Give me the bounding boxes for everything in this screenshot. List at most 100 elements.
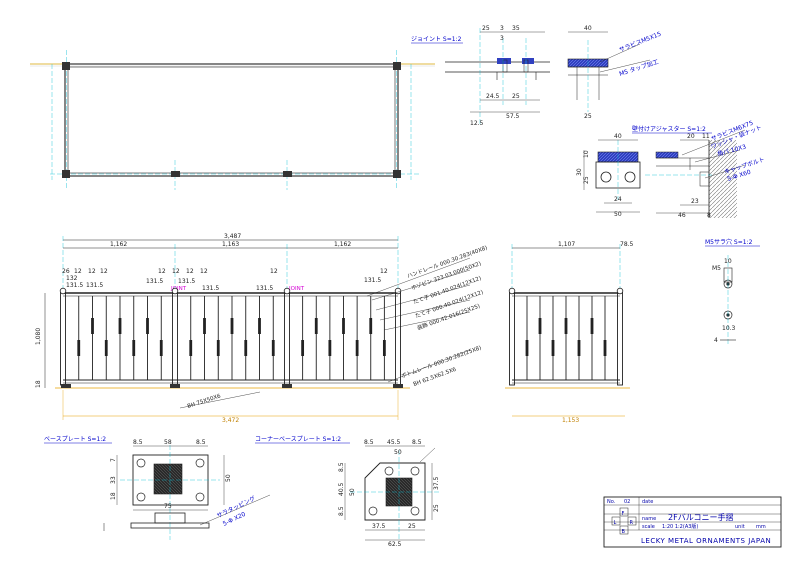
joint-callout-1: サラビスM5X15 xyxy=(618,30,663,54)
corner-dim-right-1: 25 xyxy=(433,504,440,512)
tb-name: 2Fバルコニー手摺 xyxy=(668,512,734,522)
elev-spacing-top-8: 12 xyxy=(270,268,278,275)
picket-ornament xyxy=(118,318,122,334)
post xyxy=(284,290,290,386)
picket-ornament xyxy=(342,318,345,334)
picket-ornament xyxy=(132,340,136,356)
elev-spacing-mid-2: 131.5 xyxy=(86,282,103,289)
baseplate-dim-left-2: 18 xyxy=(110,492,117,500)
post-cap xyxy=(171,287,179,295)
pickets xyxy=(77,296,386,380)
adjuster-dim-0: 40 xyxy=(614,133,622,140)
side-right-dim: 78.5 xyxy=(620,241,634,248)
picket-ornament xyxy=(577,340,581,356)
post xyxy=(395,290,401,386)
joint-dim-8: 12.5 xyxy=(470,120,484,127)
elev-spacing-top-5: 12 xyxy=(172,268,180,275)
plan-view xyxy=(30,50,435,190)
side-pickets xyxy=(508,287,624,386)
m5-dim-3: 4 xyxy=(714,337,718,344)
elev-total-width: 3,487 xyxy=(224,233,241,240)
adjuster-dim-2: 25 xyxy=(583,176,590,184)
side-post-cap xyxy=(616,287,624,295)
picket-ornament xyxy=(189,340,193,356)
adjuster-dim-8: 23 xyxy=(691,198,699,205)
side-post xyxy=(509,290,515,386)
baseplate-dim-right: 50 xyxy=(225,474,232,482)
m5-label: M5 xyxy=(712,265,721,272)
corner-dim-bottom-1: 25 xyxy=(408,523,416,530)
picket-ornament xyxy=(301,340,305,356)
corner-dim-left-2: 8.5 xyxy=(338,506,345,516)
tb-date-label: date xyxy=(642,499,653,505)
picket-ornament xyxy=(91,318,94,334)
elev-callout-2: たて子 001.40.024(12X12) xyxy=(412,275,482,306)
post-cap xyxy=(394,287,402,295)
tb-no-label: No. xyxy=(607,499,616,505)
baseplate-dim-top-0: 8.5 xyxy=(133,439,143,446)
picket-ornament xyxy=(538,318,542,334)
adjuster-dim-1: 10 xyxy=(583,150,590,158)
baseplate-dim-bottom: 75 xyxy=(164,503,172,510)
tb-mark-L: L xyxy=(614,520,617,526)
tb-unit-label: unit xyxy=(735,524,745,530)
post xyxy=(172,290,178,386)
picket-ornament xyxy=(314,318,318,334)
elev-spacing-top-1: 12 xyxy=(74,268,82,275)
elev-spacing-top-4: 12 xyxy=(158,268,166,275)
elev-spacing-mid-6: 131.5 xyxy=(256,285,273,292)
elev-spacing-mid-4: 131.5 xyxy=(178,278,195,285)
side-post xyxy=(617,290,623,386)
tb-scale: 1:20 1:2(A3版) xyxy=(662,523,698,530)
picket-ornament xyxy=(77,340,81,356)
adjuster-dim-7: 11 xyxy=(702,133,710,140)
baseplate-dim-top-1: 58 xyxy=(164,439,172,446)
picket-ornament xyxy=(551,340,555,356)
baseplate-detail: ベースプレート S=1:2 8.5 58 8.5 75 7 33 18 50 サ… xyxy=(44,436,271,540)
adjuster-dim-3: 30 xyxy=(576,168,583,176)
side-elevation: 1,107 78.5 1,153 xyxy=(505,241,634,424)
elev-seg-width-0: 1,162 xyxy=(110,241,127,248)
picket-ornament xyxy=(216,340,220,356)
adjuster-dim-9: 46 xyxy=(678,212,686,219)
elev-bottom-total: 3,472 xyxy=(222,417,239,424)
side-width: 1,107 xyxy=(558,241,575,248)
picket-ornament xyxy=(369,318,373,334)
corner-dim-bottom-0: 37.5 xyxy=(372,523,386,530)
elev-spacing-top-7: 12 xyxy=(200,268,208,275)
m5-dim-2: 10.3 xyxy=(722,325,736,332)
corner-dim-left-1: 40.5 xyxy=(338,482,345,496)
picket-ornament xyxy=(564,318,568,334)
picket-ornament xyxy=(258,318,261,334)
tb-scale-label: scale xyxy=(642,524,655,530)
corner-dim-top2: 50 xyxy=(394,449,402,456)
joint-dim-1: 3 xyxy=(500,25,504,32)
picket-ornament xyxy=(603,340,607,356)
picket-ornament xyxy=(104,340,108,356)
joint-dim-0: 25 xyxy=(482,25,490,32)
picket-ornament xyxy=(146,318,149,334)
corner-dim-top-1: 45.5 xyxy=(387,439,401,446)
joint-dim-6: 25 xyxy=(512,93,520,100)
elev-base-height: 18 xyxy=(35,380,42,388)
baseplate-dim-left-0: 7 xyxy=(110,458,117,462)
elev-spacing-top-6: 12 xyxy=(186,268,194,275)
joint-dim-2: 35 xyxy=(512,25,520,32)
picket-ornament xyxy=(328,340,332,356)
posts xyxy=(59,287,402,386)
tb-name-label: name xyxy=(642,516,656,522)
tb-mark-B: B xyxy=(622,529,626,535)
picket-ornament xyxy=(355,340,359,356)
m5-title: M5サラ穴 S=1:2 xyxy=(705,238,753,246)
corner-dim-bottom2: 62.5 xyxy=(388,541,402,548)
picket-ornament xyxy=(203,318,206,334)
post-cap xyxy=(283,287,291,295)
picket-ornament xyxy=(271,340,275,356)
corner-dim-right-0: 37.5 xyxy=(433,476,440,490)
corner-dim-left2: 50 xyxy=(349,488,356,496)
joint-dim-3: 40 xyxy=(584,25,592,32)
elev-spacing-mid-1: 131.5 xyxy=(66,282,83,289)
elev-height: 1,080 xyxy=(35,328,42,345)
adjuster-dim-5: 50 xyxy=(614,211,622,218)
